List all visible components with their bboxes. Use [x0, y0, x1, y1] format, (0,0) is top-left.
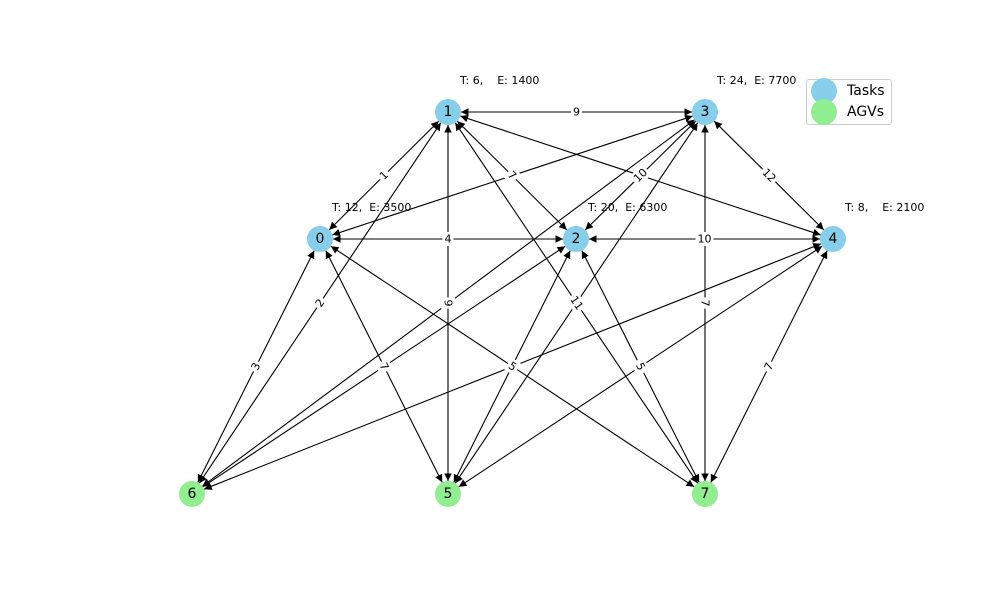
node-3 — [692, 99, 718, 125]
edge-label-1-3: 9 — [571, 105, 582, 119]
node-2 — [563, 226, 589, 252]
edge-label-text: 10 — [698, 233, 712, 246]
legend: Tasks AGVs — [806, 78, 892, 125]
edge-label-background — [375, 358, 393, 375]
edge-label-background — [504, 357, 521, 376]
agvs-swatch-icon — [811, 99, 837, 125]
node-label-2: 2 — [572, 231, 581, 247]
edge-label-3-7: 7 — [698, 297, 712, 309]
edge-label-background — [311, 294, 329, 312]
edge-label-background — [247, 358, 265, 375]
edge-label-background — [631, 358, 650, 375]
edge-label-0-1: 1 — [375, 166, 393, 185]
edge-label-text: 9 — [573, 106, 580, 119]
node-info-0: T: 12, E: 3500 — [331, 201, 411, 214]
edge-labels-layer: 941017101232795511577 — [247, 105, 781, 376]
node-label-6: 6 — [188, 486, 197, 502]
legend-label-tasks: Tasks — [847, 83, 885, 99]
edge-label-0-7: 5 — [504, 357, 521, 376]
legend-label-agvs: AGVs — [847, 104, 885, 120]
edge-label-background — [565, 291, 588, 315]
edge-label-6-1: 2 — [311, 294, 329, 312]
edge-label-text: 7 — [699, 300, 712, 307]
edge-label-0-6: 3 — [247, 358, 265, 375]
node-label-7: 7 — [701, 486, 710, 502]
nodes-layer: 0 T: 12, E: 3500 1 T: 6, E: 1400 2 T: 20, E: … — [179, 74, 924, 507]
node-0 — [307, 226, 333, 252]
node-7 — [692, 481, 718, 507]
edge-label-text: 4 — [445, 233, 452, 246]
edge-label-text: 9 — [442, 300, 455, 307]
edge-label-2-7: 5 — [631, 358, 650, 375]
edge-label-background — [571, 105, 582, 119]
node-label-3: 3 — [701, 104, 710, 120]
edge-label-background — [441, 297, 455, 309]
node-5 — [435, 481, 461, 507]
edge-label-2-3: 10 — [629, 164, 652, 187]
edge-label-background — [629, 164, 652, 187]
node-info-4: T: 8, E: 2100 — [844, 201, 924, 214]
edge-label-0-5: 7 — [375, 358, 393, 375]
edge-label-1-7: 11 — [565, 291, 588, 315]
edge-label-background — [442, 232, 454, 246]
legend-item-agvs: AGVs — [809, 99, 885, 125]
edge-label-background — [757, 164, 781, 187]
node-info-2: T: 20, E: 6300 — [587, 201, 667, 214]
node-label-5: 5 — [444, 486, 453, 502]
edge-label-background — [698, 297, 712, 309]
edge-label-background — [503, 166, 521, 185]
node-label-4: 4 — [829, 231, 838, 247]
node-6 — [179, 481, 205, 507]
edge-label-1-5: 9 — [441, 297, 455, 309]
edge-label-0-2: 4 — [442, 232, 454, 246]
edge-label-background — [375, 166, 393, 185]
legend-item-tasks: Tasks — [809, 78, 885, 104]
node-label-1: 1 — [444, 104, 453, 120]
edge-label-background — [695, 232, 714, 246]
node-label-0: 0 — [316, 231, 325, 247]
node-4 — [820, 226, 846, 252]
node-1 — [435, 99, 461, 125]
node-info-1: T: 6, E: 1400 — [459, 74, 539, 87]
edge-label-1-2: 7 — [503, 166, 521, 185]
edge-label-3-4: 12 — [757, 164, 781, 187]
edge-label-background — [760, 358, 778, 375]
edge-label-2-4: 10 — [695, 232, 714, 246]
edge-label-4-7: 7 — [760, 358, 778, 375]
node-info-3: T: 24, E: 7700 — [716, 74, 796, 87]
edge-label-text: 11 — [567, 294, 586, 313]
